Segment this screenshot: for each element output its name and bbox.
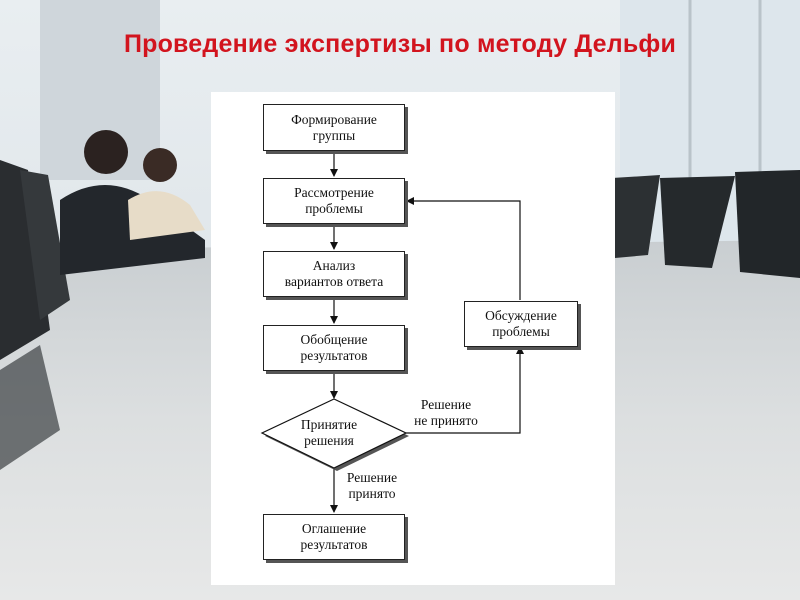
step-form-group: Формирование группы bbox=[263, 104, 405, 151]
step-consider-problem: Рассмотрение проблемы bbox=[263, 178, 405, 224]
edge-label-not-accepted: Решение не принято bbox=[404, 397, 488, 429]
arrow-discussion-to-step2 bbox=[407, 201, 520, 300]
step-summarize-results: Обобщение результатов bbox=[263, 325, 405, 371]
step-analyze-answers: Анализ вариантов ответа bbox=[263, 251, 405, 297]
step-discuss-problem: Обсуждение проблемы bbox=[464, 301, 578, 347]
decision-label: Принятие решения bbox=[262, 417, 396, 449]
edge-label-accepted: Решение принято bbox=[336, 470, 408, 502]
step-announce-results: Оглашение результатов bbox=[263, 514, 405, 560]
